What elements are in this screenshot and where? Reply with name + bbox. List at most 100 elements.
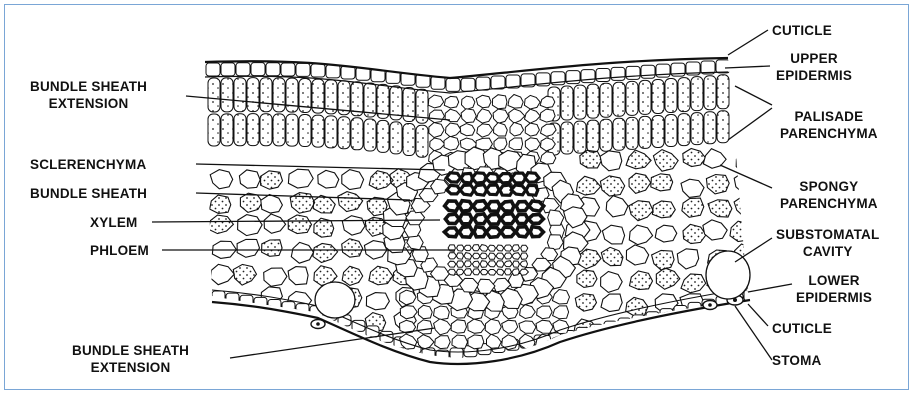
palisade-cell <box>665 79 677 113</box>
xylem-cell <box>473 201 487 211</box>
phloem-cell <box>448 253 456 259</box>
bundle-sheath-extension-cell <box>509 138 523 150</box>
xylem-cell <box>516 227 529 237</box>
bundle-sheath-extension-cell <box>525 123 539 136</box>
palisade-cell <box>377 120 389 152</box>
palisade-cell <box>704 112 716 144</box>
xylem-cell <box>529 201 544 211</box>
leaf-body <box>200 55 760 375</box>
leader-cuticle-bottom <box>748 304 768 326</box>
upper-epidermis-cell <box>476 77 490 90</box>
palisade-cell <box>613 82 625 116</box>
sclerenchyma-cell <box>486 185 499 195</box>
palisade-cell <box>364 119 376 151</box>
phloem-cell <box>513 261 520 267</box>
upper-epidermis-cell <box>641 65 655 78</box>
bundle-sheath-extension-cell <box>537 306 553 319</box>
phloem-cell <box>504 245 513 251</box>
palisade-cell <box>652 115 664 147</box>
palisade-cell <box>626 81 638 115</box>
upper-epidermis-cell <box>296 63 310 76</box>
palisade-cell <box>678 114 690 146</box>
sclerenchyma-cell <box>447 185 460 194</box>
upper-epidermis-cell <box>491 76 505 89</box>
label-cuticle-top: CUTICLE <box>772 22 832 39</box>
sclerenchyma-cell <box>526 185 538 195</box>
phloem-cell <box>480 253 488 259</box>
spongy-cell <box>652 201 675 218</box>
phloem-cell <box>488 253 495 259</box>
lower-epidermis-cell <box>366 326 379 337</box>
palisade-cell <box>600 119 612 151</box>
palisade-cell <box>286 78 298 112</box>
bundle-sheath-extension-cell <box>485 319 501 334</box>
palisade-cell <box>665 115 677 147</box>
palisade-cell <box>208 78 220 112</box>
label-spongy-parenchyma: SPONGY PARENCHYMA <box>780 178 878 212</box>
palisade-cell <box>273 78 285 112</box>
label-stoma: STOMA <box>772 352 822 369</box>
palisade-cell <box>390 122 402 154</box>
phloem-cell <box>472 245 479 251</box>
palisade-cell <box>416 125 428 157</box>
palisade-cell <box>561 122 573 154</box>
phloem-cell <box>521 245 528 251</box>
palisade-cell <box>639 80 651 114</box>
xylem-cell <box>500 201 514 211</box>
palisade-cell <box>260 78 272 112</box>
phloem-cell <box>504 253 512 259</box>
phloem-cell <box>488 245 496 251</box>
label-cuticle-bottom: CUTICLE <box>772 320 832 337</box>
label-palisade-parenchyma: PALISADE PARENCHYMA <box>780 108 878 142</box>
leader-stoma <box>735 306 772 360</box>
spongy-cell <box>577 270 597 287</box>
phloem-cell <box>472 261 479 267</box>
substomatal-cavity-left <box>315 282 355 318</box>
phloem-cell <box>448 261 456 267</box>
palisade-cell <box>717 75 729 109</box>
upper-epidermis-cell <box>716 60 730 73</box>
upper-epidermis-cell <box>446 78 460 91</box>
leader-upper-epidermis <box>725 66 770 68</box>
palisade-cell <box>351 118 363 150</box>
label-lower-epidermis: LOWER EPIDERMIS <box>796 272 872 306</box>
label-xylem: XYLEM <box>90 214 138 231</box>
phloem-cell <box>464 245 472 250</box>
upper-epidermis-cell <box>281 63 295 76</box>
palisade-cell <box>574 85 586 119</box>
palisade-cell <box>299 115 311 147</box>
phloem-cell <box>496 261 504 267</box>
palisade-cell <box>691 77 703 111</box>
xylem-cell <box>459 214 472 224</box>
upper-epidermis-cell <box>251 63 265 76</box>
label-upper-epidermis: UPPER EPIDERMIS <box>776 50 852 84</box>
sclerenchyma-cell <box>446 173 460 182</box>
upper-epidermis-cell <box>626 66 640 79</box>
phloem-cell <box>488 270 497 276</box>
palisade-cell <box>338 117 350 149</box>
palisade-cell <box>286 114 298 146</box>
upper-epidermis-cell <box>581 70 595 83</box>
upper-epidermis-cell <box>326 65 340 78</box>
sclerenchyma-cell <box>525 173 539 183</box>
palisade-cell <box>587 84 599 118</box>
palisade-cell <box>221 78 233 112</box>
phloem-cell <box>473 269 480 275</box>
lower-epidermis-cell <box>212 291 225 302</box>
bundle-sheath-extension-cell <box>418 305 432 318</box>
xylem-cell <box>445 201 459 211</box>
phloem-cell <box>464 261 471 267</box>
palisade-cell <box>587 120 599 152</box>
palisade-cell <box>312 115 324 147</box>
sclerenchyma-cell <box>511 185 526 195</box>
label-sclerenchyma: SCLERENCHYMA <box>30 156 146 173</box>
spongy-cell <box>262 240 283 256</box>
label-phloem: PHLOEM <box>90 242 149 259</box>
xylem-cell <box>459 201 472 212</box>
palisade-cell <box>208 114 220 146</box>
palisade-cell <box>234 114 246 146</box>
upper-epidermis-cell <box>221 63 235 76</box>
palisade-cell <box>561 86 573 120</box>
stoma-left <box>311 320 325 329</box>
bundle-sheath-extension-cell <box>468 335 484 349</box>
